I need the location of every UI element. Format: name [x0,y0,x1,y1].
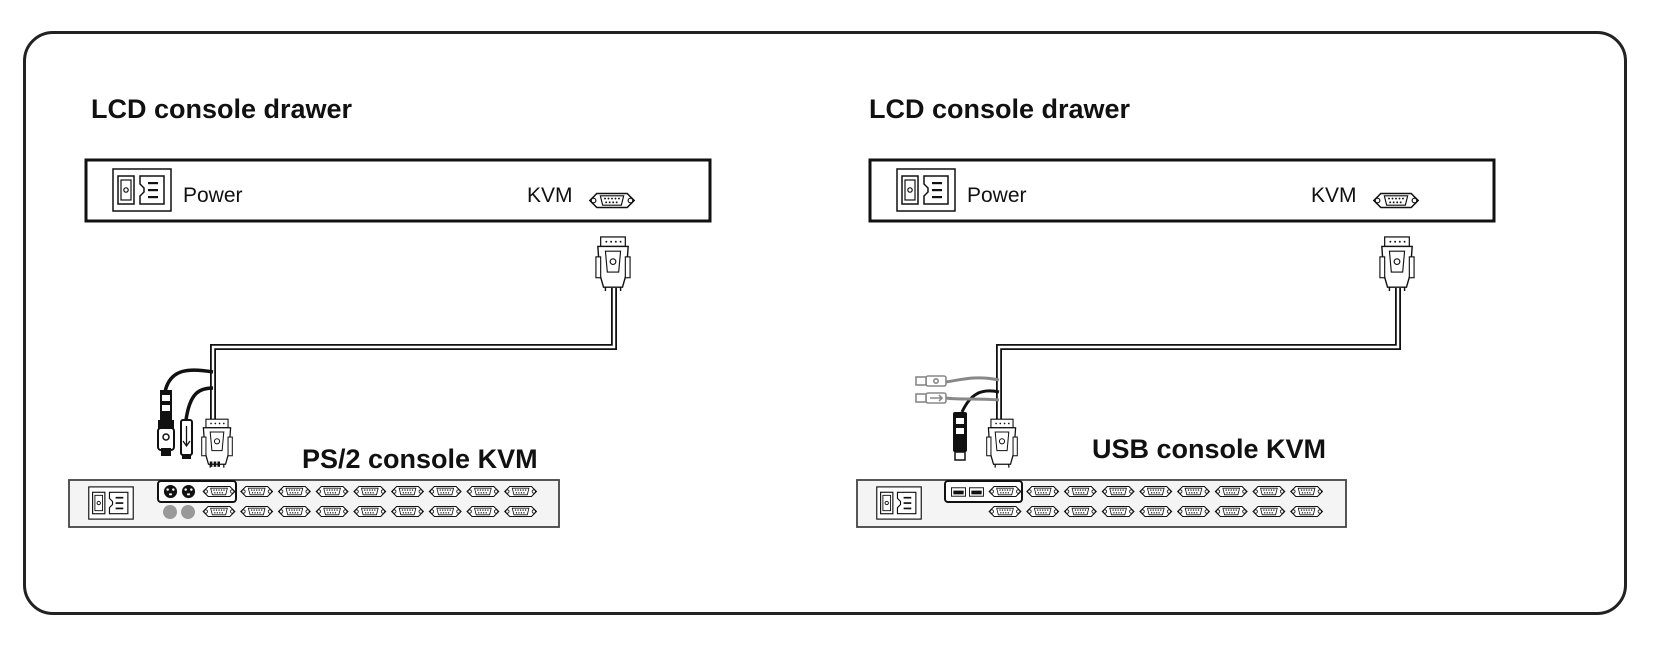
right-switch-vga-port-icon [988,505,1022,518]
right-switch-vga-port-icon [1290,505,1323,518]
right-switch-vga-port-icon [1139,505,1173,518]
right-kvm-label: KVM [1311,184,1357,207]
right-usb-plug-icon [953,412,967,461]
left-lcd-drawer-panel: Power KVM [84,158,712,223]
right-switch-vga-port-icon [1101,485,1135,498]
left-switch-vga-port-icon [466,485,500,498]
left-switch-vga-port-icon [240,505,274,518]
right-switch-title: USB console KVM [1092,434,1326,464]
right-switch-vga-port-icon [1026,485,1060,498]
left-switch-vga-port-icon [202,505,236,518]
left-switch-vga-port-icon [202,485,236,498]
left-switch-vga-port-icon [353,505,387,518]
right-switch-power-inlet-icon [876,486,922,520]
left-drawer-vga-plug-icon [595,236,631,291]
right-usb-cables [960,389,1000,413]
left-switch-vga-port-icon [315,485,349,498]
left-switch-ps2-mouse-port-icon [181,484,196,499]
left-switch-power-inlet-icon [88,486,134,520]
left-switch-vga-port-icon [428,485,462,498]
right-drawer-vga-port-icon [1373,192,1419,209]
right-drawer-title: LCD console drawer [869,94,1131,124]
left-switch-title: PS/2 console KVM [302,444,538,474]
left-kvm-cable [210,288,617,420]
right-switch-vga-port-icon [1064,505,1097,518]
left-drawer-vga-port-icon [589,192,635,209]
svg-text:▮▮▮: ▮▮▮ [209,460,221,468]
left-kvm-label: KVM [527,184,573,207]
left-drawer-title: LCD console drawer [91,94,353,124]
right-switch-vga-port-icon [1064,485,1097,498]
right-switch-vga-port-icon [1101,505,1135,518]
right-usb-kvm-switch-panel [856,479,1347,528]
right-switch-vga-port-icon [988,485,1022,498]
right-switch-vga-port-icon [1177,505,1210,518]
left-switch-vga-port-icon [428,505,462,518]
left-switch-vga-port-icon [278,505,311,518]
right-drawer-vga-plug-icon [1379,236,1415,291]
right-power-inlet-icon [896,168,956,212]
left-power-label: Power [183,184,243,207]
left-ps2-mouse-plug-icon [180,419,193,459]
left-ps2-kvm-switch-panel [68,479,560,528]
left-switch-vga-port-icon [353,485,387,498]
right-switch-vga-port-icon [1252,505,1286,518]
left-switch-vga-port-icon [391,505,424,518]
right-power-label: Power [967,184,1027,207]
right-switch-vga-port-icon [1177,485,1210,498]
right-lcd-drawer-panel: Power KVM [868,158,1496,223]
right-switch-usb-port-1-icon [951,487,966,497]
right-usb-cable-gray [945,376,1000,402]
left-switch-vga-port-icon [278,485,311,498]
left-switch-vga-port-icon [504,505,537,518]
diagram-frame [23,31,1627,615]
left-switch-vga-port-icon [391,485,424,498]
right-kvm-cable [996,288,1401,420]
right-switch-vga-port-icon [1139,485,1173,498]
right-switch-usb-port-2-icon [969,487,984,497]
right-switch-vga-port-icon [1214,505,1248,518]
right-switch-vga-port-icon [1252,485,1286,498]
left-switch-vga-port-icon [240,485,274,498]
right-switch-vga-port-icon [1290,485,1323,498]
right-switch-vga-port-icon [1026,505,1060,518]
right-switch-vga-port-icon [1214,485,1248,498]
left-ps2-cables [163,368,214,421]
right-switch-vga-plug-icon [986,418,1018,469]
left-switch-vga-port-icon [315,505,349,518]
left-switch-ps2-keyboard-port-icon [163,484,178,499]
left-switch-vga-port-icon [504,485,537,498]
right-usb-unplugged-icon [915,375,947,404]
left-power-inlet-icon [112,168,172,212]
left-switch-vga-port-icon [466,505,500,518]
left-ps2-keyboard-plug-icon [157,390,175,456]
